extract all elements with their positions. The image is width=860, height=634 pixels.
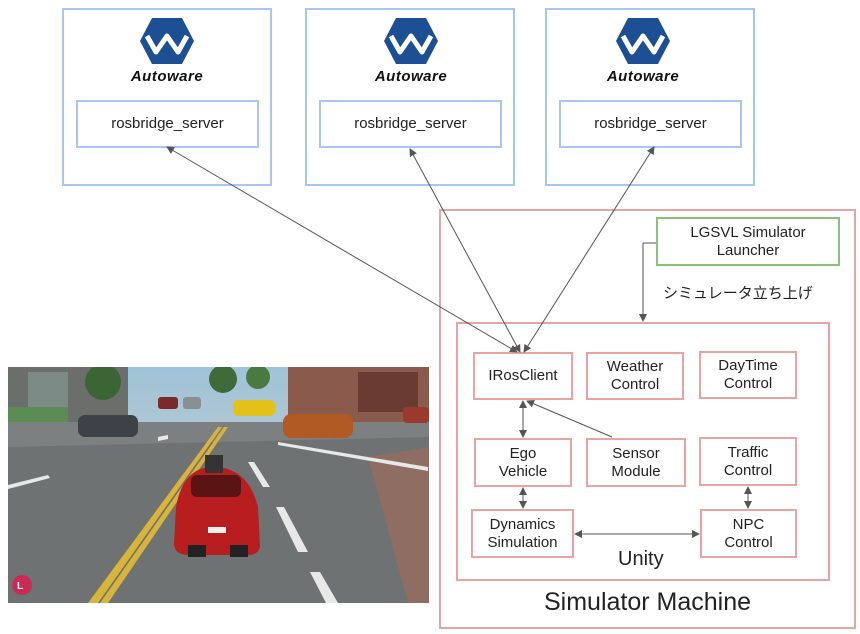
autoware-logo-text: Autoware	[130, 68, 204, 85]
dynamics-simulation-box: Dynamics Simulation	[471, 509, 574, 558]
svg-text:L: L	[17, 581, 23, 592]
rosbridge-server-2: rosbridge_server	[319, 100, 502, 148]
weather-control-box: Weather Control	[586, 352, 684, 400]
ego-vehicle-box: Ego Vehicle	[474, 438, 572, 487]
sensor-module-box: Sensor Module	[586, 438, 686, 487]
autoware-logo-icon: Autoware	[598, 16, 688, 86]
unity-label: Unity	[618, 548, 664, 570]
autoware-logo-icon: Autoware	[366, 16, 456, 86]
simulator-screenshot: L	[8, 367, 429, 603]
autoware-logo-icon: Autoware	[122, 16, 212, 86]
daytime-control-box: DayTime Control	[699, 351, 797, 399]
lgsvl-launcher-box: LGSVL Simulator Launcher	[656, 217, 840, 266]
autoware-logo-text: Autoware	[606, 68, 680, 85]
traffic-control-box: Traffic Control	[699, 437, 797, 486]
rosbridge-server-1: rosbridge_server	[76, 100, 259, 148]
simulator-machine-label: Simulator Machine	[543, 588, 752, 616]
autoware-logo-text: Autoware	[374, 68, 448, 85]
irosclient-box: IRosClient	[473, 352, 573, 400]
launch-edge-label: シミュレータ立ち上げ	[663, 285, 813, 302]
rosbridge-server-3: rosbridge_server	[559, 100, 742, 148]
npc-control-box: NPC Control	[700, 509, 797, 558]
